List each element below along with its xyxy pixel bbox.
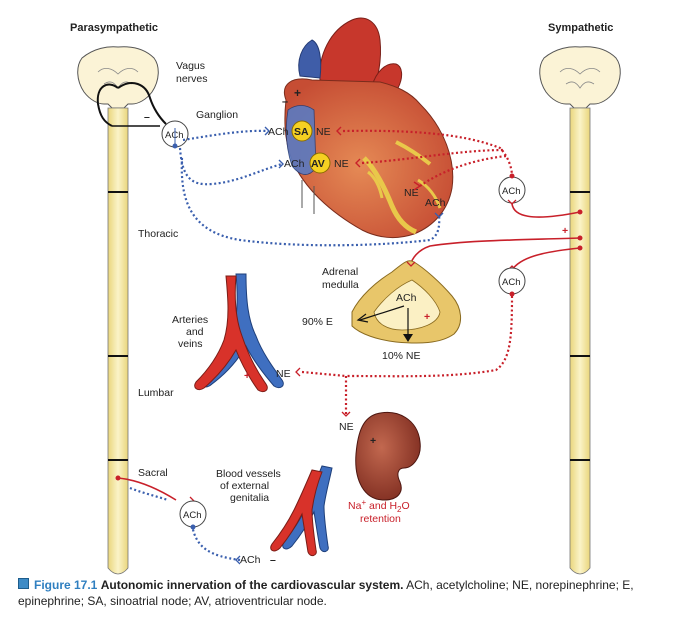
arteries-label-line3: veins	[178, 338, 203, 350]
figure-caption-text: ACh, acetylcholine; NE, norepinephrine; …	[18, 578, 634, 608]
sympathetic-header: Sympathetic	[548, 22, 613, 34]
retention-label-line2: retention	[360, 513, 401, 525]
retention-h2-subscript: 2	[397, 505, 402, 514]
ne-percent-label: 10% NE	[382, 350, 421, 362]
ventricle-ne-arrow	[413, 181, 422, 191]
sympathetic-plus-sign: +	[562, 225, 568, 237]
kidney-illustration	[355, 412, 421, 501]
vagus-minus-sign: –	[144, 111, 150, 123]
kidney-ne-label: NE	[339, 421, 354, 433]
vagus-label-line2: nerves	[176, 73, 208, 85]
figure-caption: Figure 17.1 Autonomic innervation of the…	[18, 577, 658, 609]
vessel-ne-arrow	[295, 367, 301, 377]
heart-minus-sign: –	[282, 96, 288, 108]
sa-ne-arrow	[336, 126, 342, 136]
kidney-ne-arrow	[341, 411, 351, 417]
vessel-ne-label: NE	[276, 368, 291, 380]
adrenal-ach-label: ACh	[396, 292, 417, 304]
caption-square-icon	[18, 578, 29, 589]
sa-ach-label: ACh	[268, 126, 289, 138]
adrenal-label-line1: Adrenal	[322, 266, 358, 278]
adrenal-epinephrine-arrowhead	[356, 313, 369, 323]
adrenal-epinephrine-arrow	[359, 305, 405, 321]
cord-soma-3	[577, 245, 583, 251]
sympathetic-ganglion-lower-ach: ACh	[502, 277, 520, 288]
ganglion-label: Ganglion	[196, 109, 238, 121]
genitalia-label-line1: Blood vessels	[216, 468, 281, 480]
figure-title: Autonomic innervation of the cardiovascu…	[100, 578, 404, 592]
ventricle-ach-label: ACh	[425, 197, 446, 209]
sa-ne-label: NE	[316, 126, 331, 138]
genitalia-ach-arrow	[235, 555, 241, 565]
arteries-veins-illustration	[194, 273, 284, 393]
sacral-ganglion-soma	[190, 524, 196, 530]
sympathetic-vessel-fiber	[345, 295, 514, 378]
vagus-ach-arrow-2	[278, 159, 284, 169]
ventricle-ach-arrow	[434, 212, 444, 218]
right-spinal-cord	[539, 46, 621, 575]
retention-na: Na	[348, 500, 362, 512]
arteries-label-line1: Arteries	[172, 314, 208, 326]
adrenal-ne-arrowhead	[403, 334, 413, 342]
sa-node	[291, 120, 313, 142]
sympathetic-ganglion-lower-soma	[509, 291, 515, 297]
retention-o: O	[402, 500, 410, 512]
adrenal-label-line2: medulla	[322, 279, 359, 291]
sympathetic-ganglion-upper-ach: ACh	[502, 186, 520, 197]
av-ne-label: NE	[334, 158, 349, 170]
heart-illustration: + –	[282, 17, 454, 238]
av-ach-label: ACh	[284, 158, 305, 170]
sympathetic-heart-fibers	[342, 129, 514, 187]
retention-and-h: and H	[366, 500, 397, 512]
sacral-preganglionic	[117, 477, 177, 501]
ganglion-ach-label: ACh	[165, 130, 183, 141]
sacral-ganglion-ach: ACh	[183, 510, 201, 521]
kidney-plus-sign: +	[370, 435, 376, 447]
adrenal-plus-sign: +	[424, 311, 430, 323]
epinephrine-percent-label: 90% E	[302, 316, 333, 328]
vagus-label-line1: Vagus	[176, 60, 205, 72]
vessel-ne-fiber	[301, 370, 347, 378]
lumbar-label: Lumbar	[138, 387, 174, 399]
av-ne-arrow	[355, 158, 361, 168]
heart-plus-sign: +	[294, 86, 301, 100]
vagus-nerve: –	[96, 82, 167, 127]
arteries-label-line2: and	[186, 326, 204, 338]
ganglion-soma	[172, 143, 178, 149]
parasympathetic-header: Parasympathetic	[70, 22, 158, 34]
genitalia-ach-label: ACh	[240, 554, 261, 566]
cord-soma-1	[577, 209, 583, 215]
sacral-soma	[115, 475, 121, 481]
figure-number: Figure 17.1	[34, 578, 98, 592]
genital-vessels-illustration	[270, 465, 333, 557]
sa-node-label: SA	[294, 126, 309, 138]
thoracic-label: Thoracic	[138, 228, 178, 240]
retention-na-plus: +	[361, 498, 366, 507]
av-node	[309, 152, 331, 174]
sympathetic-ganglion-upper-soma	[509, 173, 515, 179]
genitalia-label-line3: genitalia	[230, 492, 269, 504]
genitalia-label-line2: of external	[220, 480, 269, 492]
vagus-ach-arrow	[264, 126, 270, 136]
sympathetic-upper-preganglionic	[511, 203, 581, 218]
parasympathetic-fibers	[129, 129, 441, 562]
adrenal-gland	[351, 260, 461, 344]
genitalia-minus-sign: –	[270, 554, 276, 566]
sacral-label: Sacral	[138, 467, 168, 479]
retention-label-line1: Na+ and H2O	[348, 498, 410, 514]
adrenal-synapse	[406, 261, 416, 267]
sympathetic-preganglionic-lines	[409, 237, 581, 271]
av-node-label: AV	[311, 158, 325, 170]
vessel-plus-sign: +	[244, 370, 250, 382]
cord-soma-2	[577, 235, 583, 241]
